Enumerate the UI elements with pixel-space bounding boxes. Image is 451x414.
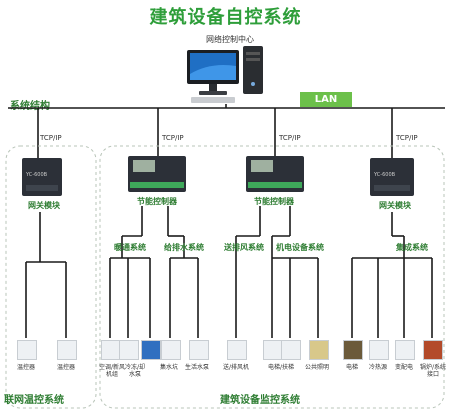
collection-pit-icon xyxy=(161,340,181,360)
gateway-module: YC-600B xyxy=(370,158,414,196)
device-label: 公共照明 xyxy=(304,364,329,371)
fan-icon xyxy=(227,340,247,360)
protocol-label: TCP/IP xyxy=(396,134,418,142)
controller-label: 节能控制器 xyxy=(137,197,177,206)
device-label: 电梯 xyxy=(345,364,358,371)
elevator-icon xyxy=(281,340,301,360)
device-label: 冷热源 xyxy=(368,364,387,371)
controller-label: 节能控制器 xyxy=(254,197,294,206)
protocol-label: TCP/IP xyxy=(40,134,62,142)
subsystem-label: 给排水系统 xyxy=(164,243,204,252)
boiler-icon xyxy=(423,340,443,360)
protocol-label: TCP/IP xyxy=(162,134,184,142)
device-label: 送/排风机 xyxy=(222,364,250,371)
subsystem-label: 集成系统 xyxy=(396,243,428,252)
device-label: 生活水泵 xyxy=(184,364,209,371)
sump-pump-icon xyxy=(141,340,161,360)
device-label: 温控器 xyxy=(56,364,75,371)
energy-controller xyxy=(128,156,186,192)
computer-icon xyxy=(187,46,263,103)
gateway-module: YC-600B xyxy=(22,158,62,196)
gateway-label: 网关模块 xyxy=(379,201,411,210)
cooling-source-icon xyxy=(369,340,389,360)
water-pump-icon xyxy=(119,340,139,360)
domestic-pump-icon xyxy=(189,340,209,360)
lan-badge: LAN xyxy=(300,92,352,107)
device-label: 锅炉/系统接口 xyxy=(419,364,447,378)
page-title: 建筑设备自控系统 xyxy=(149,7,302,28)
group-label: 建筑设备监控系统 xyxy=(220,395,300,406)
thermostat-icon xyxy=(57,340,77,360)
group-label: 联网温控系统 xyxy=(4,395,64,406)
energy-controller xyxy=(246,156,304,192)
lighting-icon xyxy=(309,340,329,360)
device-label: 温控器 xyxy=(16,364,35,371)
device-label: 集水坑 xyxy=(159,364,178,371)
network-center-label: 网络控制中心 xyxy=(206,35,254,44)
gateway-label: 网关模块 xyxy=(28,201,60,210)
device-label: 冷冻/却水泵 xyxy=(124,364,146,378)
system-structure-label: 系统结构 xyxy=(10,101,50,112)
elevator-icon xyxy=(343,340,363,360)
device-label: 空调/新风机组 xyxy=(98,364,126,378)
subsystem-label: 机电设备系统 xyxy=(276,243,324,252)
escalator-icon xyxy=(263,340,283,360)
thermostat-icon xyxy=(17,340,37,360)
subsystem-label: 送排风系统 xyxy=(224,243,264,252)
subsystem-label: 暖通系统 xyxy=(114,243,146,252)
air-handler-icon xyxy=(101,340,121,360)
power-distribution-icon xyxy=(395,340,415,360)
device-label: 变配电 xyxy=(394,364,413,371)
device-label: 电梯/扶梯 xyxy=(267,364,295,371)
protocol-label: TCP/IP xyxy=(279,134,301,142)
